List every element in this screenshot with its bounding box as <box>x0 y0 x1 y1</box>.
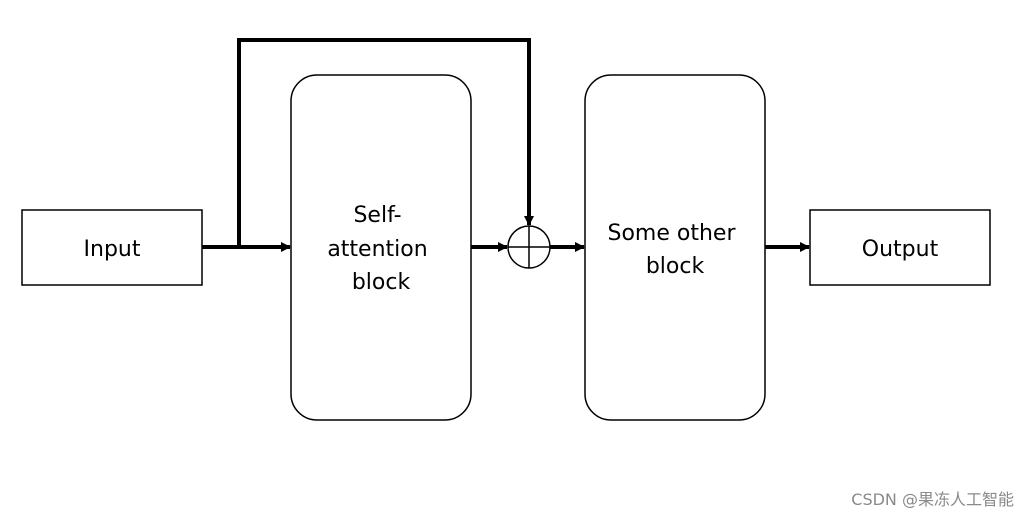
self-attention-line-1: Self- <box>353 203 401 228</box>
self-attention-node: Self- attention block <box>290 74 472 421</box>
self-attention-label: Self- attention block <box>327 203 434 295</box>
input-label: Input <box>84 237 141 262</box>
input-node: Input <box>21 209 203 286</box>
self-attention-line-3: block <box>352 270 411 295</box>
add-operator <box>507 225 551 269</box>
other-block-line-1: Some other <box>608 221 737 246</box>
input-box <box>21 209 203 286</box>
output-node: Output <box>809 209 991 286</box>
residual-skip-connection <box>237 38 534 247</box>
output-box <box>809 209 991 286</box>
other-block-node: Some other block <box>584 74 766 421</box>
watermark-text: CSDN @果冻人工智能 <box>851 490 1014 509</box>
other-block-line-2: block <box>646 254 705 279</box>
self-attention-line-2: attention <box>327 237 427 262</box>
output-label: Output <box>862 237 939 262</box>
other-block-box <box>584 74 766 421</box>
other-block-label: Some other block <box>608 221 743 279</box>
